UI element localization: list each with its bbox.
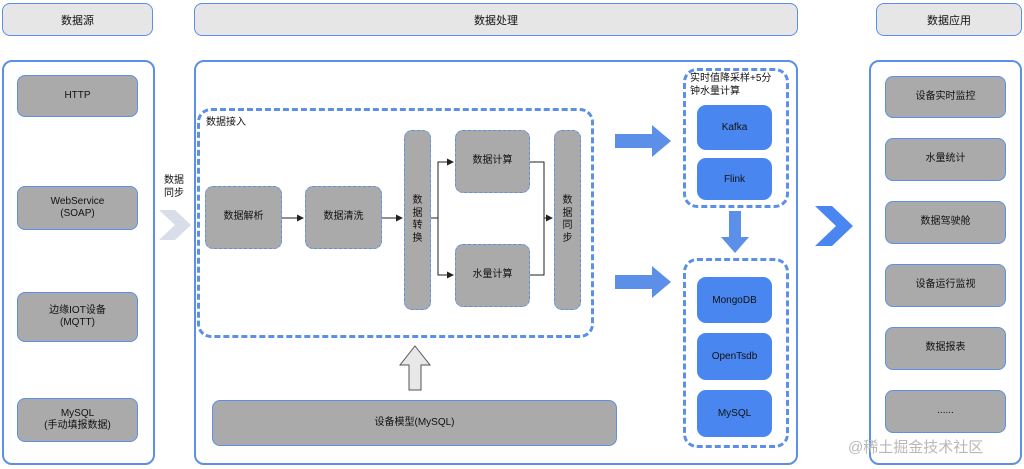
step-sync-label: 数据同步 — [562, 195, 573, 244]
sync-chevron-icon — [159, 210, 191, 240]
app-more: ...... — [885, 390, 1006, 433]
arrow-to-storage — [615, 266, 671, 298]
app-report: 数据报表 — [885, 327, 1006, 370]
source-iot: 边缘IOT设备 (MQTT) — [17, 292, 138, 342]
app-run-monitor: 设备运行监视 — [885, 264, 1006, 307]
storage-mongodb: MongoDB — [697, 277, 772, 323]
storage-opentsdb: OpenTsdb — [697, 333, 772, 380]
chevron-apps-icon — [815, 206, 853, 246]
arrow-convert-water — [437, 218, 454, 279]
watermark: @稀土掘金技术社区 — [848, 439, 984, 456]
storage-frame — [683, 258, 789, 448]
step-convert: 数据转换 — [404, 130, 431, 310]
arrow-flink-storage — [721, 211, 749, 253]
step-parse: 数据解析 — [205, 186, 282, 249]
arrow-to-realtime — [615, 125, 671, 157]
step-sync: 数据同步 — [554, 130, 581, 310]
flink-box: Flink — [697, 158, 772, 200]
storage-mysql: MySQL — [697, 390, 772, 437]
source-http: HTTP — [17, 75, 138, 117]
applications-frame — [869, 60, 1022, 465]
device-model-box: 设备模型(MySQL) — [212, 400, 617, 446]
app-water-stats: 水量统计 — [885, 138, 1006, 181]
step-calc: 数据计算 — [455, 130, 530, 193]
ingest-title: 数据接入 — [206, 117, 246, 128]
ingest-frame — [197, 108, 594, 338]
app-cockpit: 数据驾驶舱 — [885, 201, 1006, 244]
header-processing: 数据处理 — [194, 3, 798, 36]
line-calc-sync — [530, 161, 545, 218]
source-mysql: MySQL (手动填报数据) — [17, 398, 138, 442]
arrow-convert-calc — [431, 158, 454, 219]
app-realtime-monitor: 设备实时监控 — [885, 76, 1006, 118]
source-webservice: WebService (SOAP) — [17, 186, 138, 230]
header-sources: 数据源 — [2, 3, 153, 36]
sync-label: 数据 同步 — [164, 175, 184, 199]
step-convert-label: 数据转换 — [412, 195, 423, 244]
header-applications: 数据应用 — [876, 3, 1022, 36]
sources-frame — [2, 60, 155, 465]
realtime-title: 实时值降采样+5分 钟水量计算 — [690, 73, 772, 97]
realtime-frame — [683, 68, 789, 208]
step-clean: 数据清洗 — [305, 186, 382, 249]
arrow-model-up — [398, 345, 432, 391]
step-water-calc: 水量计算 — [455, 244, 530, 307]
processing-frame — [194, 60, 798, 465]
kafka-box: Kafka — [697, 105, 772, 150]
arrow-water-sync — [530, 214, 553, 276]
